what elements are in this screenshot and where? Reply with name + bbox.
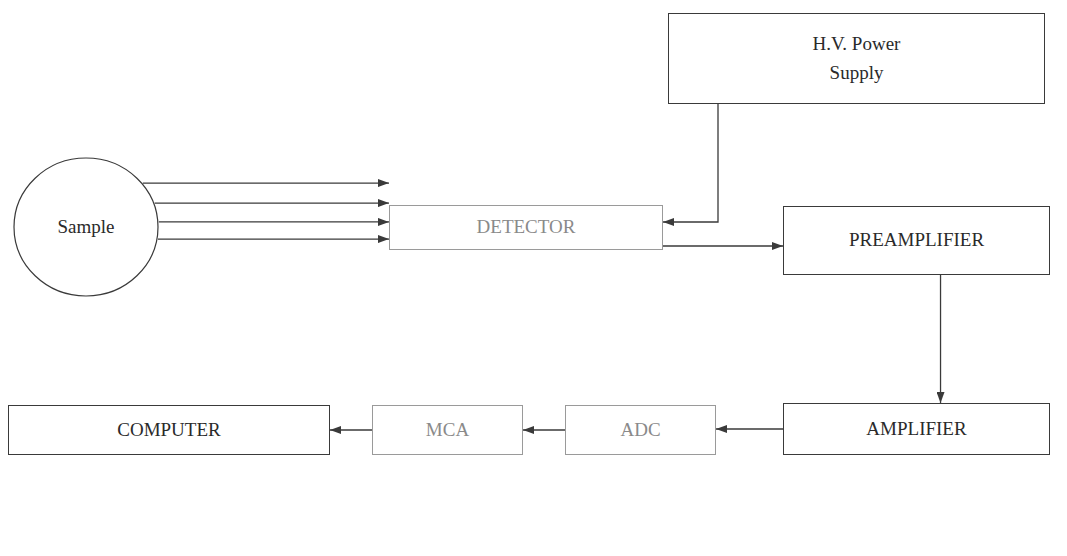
sample-circle: Sample xyxy=(13,157,159,297)
arrow-line xyxy=(663,104,718,222)
detector-box: DETECTOR xyxy=(389,205,663,250)
signal-arrow xyxy=(143,183,389,239)
arrow-line xyxy=(663,245,783,246)
arrow-line xyxy=(158,238,389,239)
node-label: Sample xyxy=(58,213,115,242)
power-supply-box: H.V. Power Supply xyxy=(668,13,1045,104)
sample-ellipse xyxy=(14,158,158,296)
node-label: H.V. Power Supply xyxy=(787,30,927,87)
signal-arrow xyxy=(940,275,941,403)
signal-arrow xyxy=(330,430,372,431)
signal-arrow xyxy=(716,429,783,430)
arrow-line xyxy=(940,275,941,403)
computer-box: COMPUTER xyxy=(8,405,330,455)
arrow-line xyxy=(143,182,389,183)
arrow-line xyxy=(716,428,783,429)
arrow-line xyxy=(523,429,565,430)
preamplifier-box: PREAMPLIFIER xyxy=(783,206,1050,275)
node-label: PREAMPLIFIER xyxy=(849,226,984,255)
signal-arrow xyxy=(663,246,783,247)
arrow-line xyxy=(330,429,372,430)
mca-box: MCA xyxy=(372,405,523,455)
arrow-line xyxy=(155,202,389,203)
node-label: AMPLIFIER xyxy=(866,415,966,444)
node-label: ADC xyxy=(620,416,660,445)
node-label: COMPUTER xyxy=(117,416,220,445)
signal-arrow xyxy=(663,104,718,222)
node-label: MCA xyxy=(426,416,469,445)
node-label: DETECTOR xyxy=(477,213,576,242)
adc-box: ADC xyxy=(565,405,716,455)
arrow-line xyxy=(159,221,389,222)
signal-arrow xyxy=(523,430,565,431)
amplifier-box: AMPLIFIER xyxy=(783,403,1050,455)
